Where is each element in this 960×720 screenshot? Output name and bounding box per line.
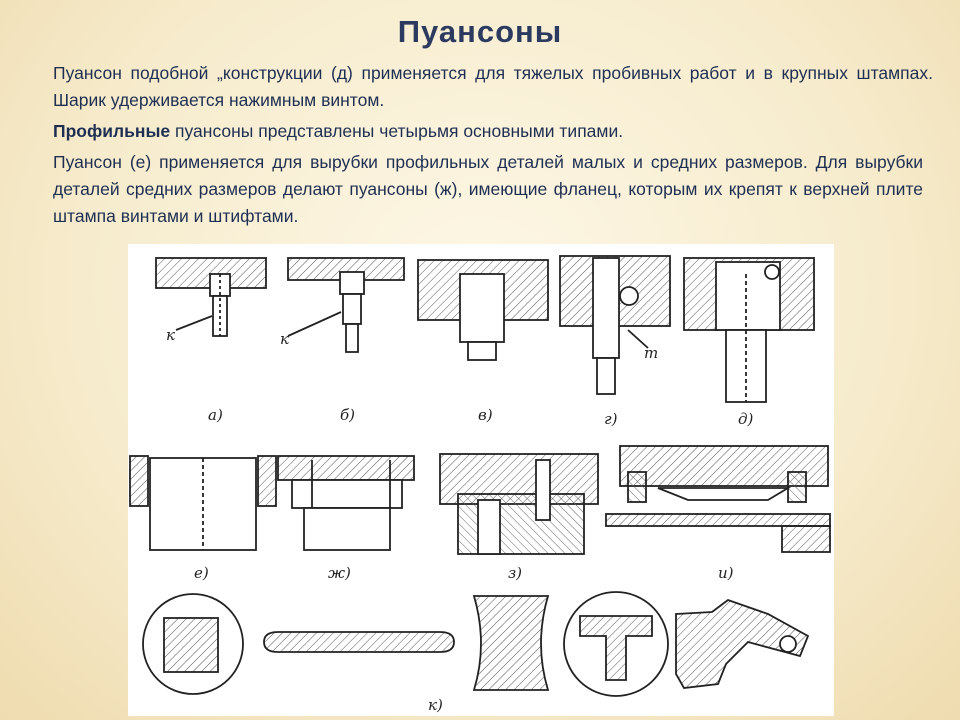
punch-diagram-svg: а) б) в) г) д) е) ж) з) и) к) к к т <box>129 255 831 714</box>
label-g: г) <box>604 410 618 428</box>
punch-i-drawing <box>605 445 831 553</box>
paragraph-3: Пуансон (е) применяется для вырубки проф… <box>53 152 923 226</box>
punch-d-drawing <box>683 257 815 403</box>
punch-v-drawing <box>417 259 549 361</box>
paragraph-2-rest: пуансоны представлены четырьмя основными… <box>170 121 624 141</box>
label-i: и) <box>718 564 734 582</box>
punch-g-drawing <box>559 255 671 395</box>
label-a: а) <box>208 406 223 424</box>
label-zh: ж) <box>328 564 351 582</box>
punch-a-drawing <box>155 257 267 337</box>
paragraph-1: Пуансон подобной „конструкции (д) примен… <box>53 63 933 110</box>
punch-b-drawing <box>287 257 405 353</box>
paragraph-2-bold: Профильные <box>53 121 171 141</box>
label-z: з) <box>508 564 522 582</box>
label-b: б) <box>340 406 355 424</box>
punch-diagram-figure: а) б) в) г) д) е) ж) з) и) к) к к т <box>128 244 834 716</box>
label-k: к) <box>428 696 443 714</box>
pointer-k-2: к <box>280 330 289 348</box>
slide-title: Пуансоны <box>397 14 563 49</box>
pointer-m: т <box>644 344 658 362</box>
label-e: е) <box>194 564 209 582</box>
pointer-k-1: к <box>166 326 175 344</box>
punch-zh-drawing <box>277 455 415 551</box>
label-v: в) <box>478 406 493 424</box>
paragraph-2: Профильные пуансоны представлены четырьм… <box>53 118 933 145</box>
slide-text: Пуансон подобной „конструкции (д) примен… <box>53 60 933 234</box>
punch-z-drawing <box>439 453 599 555</box>
label-d: д) <box>738 410 754 428</box>
punch-k-sections <box>142 591 810 697</box>
punch-e-drawing <box>129 455 277 551</box>
